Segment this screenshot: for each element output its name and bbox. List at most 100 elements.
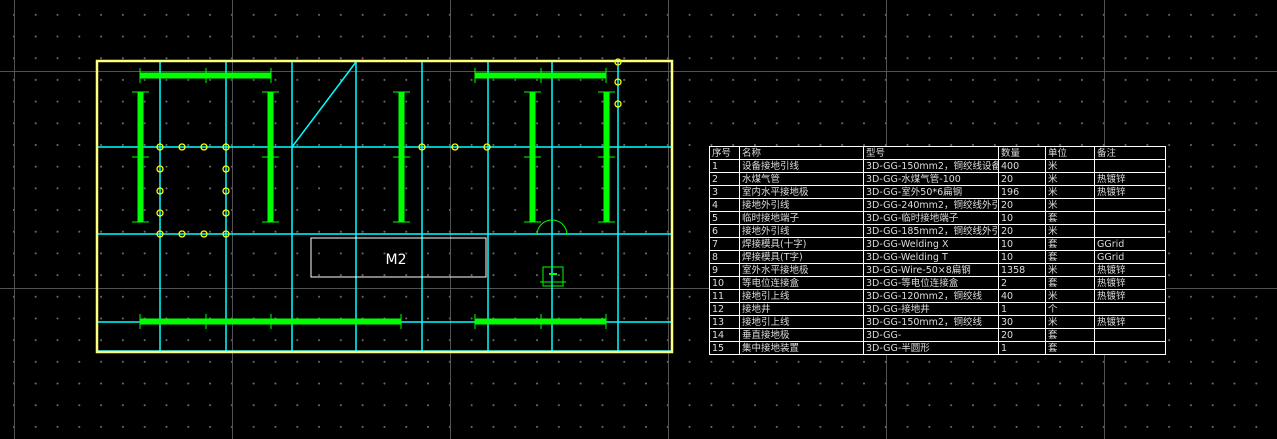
table-cell: 20 (998, 224, 1046, 238)
table-cell: 米 (1045, 289, 1095, 303)
table-cell: 2 (709, 172, 740, 186)
table-cell: 30 (998, 315, 1046, 329)
table-cell: 1 (709, 159, 740, 173)
material-table[interactable]: 序号名称型号数量单位备注1设备接地引线3D-GG-150mm2，铜绞线设备引线4… (709, 146, 1166, 355)
table-cell: 11 (709, 289, 740, 303)
table-cell: 米 (1045, 185, 1095, 199)
table-cell: 热镀锌 (1094, 315, 1166, 329)
table-cell: 3D-GG-185mm2，铜绞线外引线 (863, 224, 999, 238)
table-cell: 13 (709, 315, 740, 329)
table-cell: 400 (998, 159, 1046, 173)
table-cell: 热镀锌 (1094, 263, 1166, 277)
table-cell: 热镀锌 (1094, 289, 1166, 303)
table-cell: 室外水平接地极 (739, 263, 864, 277)
table-cell: 196 (998, 185, 1046, 199)
table-cell: 3D-GG-150mm2，铜绞线 (863, 315, 999, 329)
table-cell: 套 (1045, 276, 1095, 290)
table-header-cell: 备注 (1094, 146, 1166, 160)
table-header-cell: 单位 (1045, 146, 1095, 160)
table-cell: 室内水平接地极 (739, 185, 864, 199)
table-cell: 等电位连接盒 (739, 276, 864, 290)
table-cell: 10 (709, 276, 740, 290)
table-cell: 垂直接地极 (739, 328, 864, 342)
table-cell: 3D-GG-Welding T (863, 250, 999, 264)
table-cell: 3D-GG-等电位连接盒 (863, 276, 999, 290)
table-cell (1094, 341, 1166, 355)
table-cell: 套 (1045, 237, 1095, 251)
table-cell: 40 (998, 289, 1046, 303)
table-cell: 水煤气管 (739, 172, 864, 186)
table-cell: 1358 (998, 263, 1046, 277)
table-cell: 接地井 (739, 302, 864, 316)
table-cell (1094, 302, 1166, 316)
table-cell: 1 (998, 341, 1046, 355)
table-cell: 米 (1045, 315, 1095, 329)
table-header-row: 序号名称型号数量单位备注 (709, 146, 1166, 160)
table-cell: 热镀锌 (1094, 276, 1166, 290)
table-header-cell: 型号 (863, 146, 999, 160)
table-cell: 3D-GG-接地井 (863, 302, 999, 316)
axis-lines (97, 61, 672, 352)
table-cell: 3D-GG-半圆形 (863, 341, 999, 355)
table-cell: 套 (1045, 328, 1095, 342)
table-cell: 个 (1045, 302, 1095, 316)
ground-conductors (132, 68, 615, 329)
table-cell: 6 (709, 224, 740, 238)
table-cell: 焊接模具(T字) (739, 250, 864, 264)
table-header-cell: 名称 (739, 146, 864, 160)
table-cell: 20 (998, 172, 1046, 186)
building-outline (95, 59, 674, 354)
table-cell: 热镀锌 (1094, 185, 1166, 199)
table-cell: 20 (998, 198, 1046, 212)
table-header-cell: 数量 (998, 146, 1046, 160)
table-cell: 集中接地装置 (739, 341, 864, 355)
table-cell: 2 (998, 276, 1046, 290)
table-cell: 9 (709, 263, 740, 277)
grounding-well-arc (536, 219, 568, 236)
table-cell: 套 (1045, 341, 1095, 355)
table-cell: 10 (998, 237, 1046, 251)
room-box[interactable] (310, 237, 487, 278)
table-cell: 米 (1045, 198, 1095, 212)
table-cell (1094, 159, 1166, 173)
table-cell (1094, 211, 1166, 225)
room-label: M2 (386, 252, 407, 268)
table-cell: GGrid (1094, 250, 1166, 264)
table-cell: 3D-GG-150mm2，铜绞线设备引线 (863, 159, 999, 173)
table-cell (1094, 328, 1166, 342)
table-cell: 3D-GG-Wire-50×8扁钢 (863, 263, 999, 277)
table-cell: 套 (1045, 250, 1095, 264)
table-cell: 12 (709, 302, 740, 316)
table-cell: 接地外引线 (739, 224, 864, 238)
table-cell: 3D-GG-临时接地端子 (863, 211, 999, 225)
table-cell: 米 (1045, 224, 1095, 238)
table-cell: 14 (709, 328, 740, 342)
table-cell: 接地外引线 (739, 198, 864, 212)
table-cell: 焊接模具(十字) (739, 237, 864, 251)
table-cell: 米 (1045, 263, 1095, 277)
table-cell: 热镀锌 (1094, 172, 1166, 186)
table-cell: 3D-GG- (863, 328, 999, 342)
table-cell: 3D-GG-室外50*6扁钢 (863, 185, 999, 199)
table-cell: 7 (709, 237, 740, 251)
table-cell: 3 (709, 185, 740, 199)
table-cell: 20 (998, 328, 1046, 342)
ground-rods (156, 58, 622, 238)
table-cell: 10 (998, 250, 1046, 264)
table-cell: 8 (709, 250, 740, 264)
table-cell: GGrid (1094, 237, 1166, 251)
table-cell: 3D-GG-120mm2，铜绞线 (863, 289, 999, 303)
table-cell: 接地引上线 (739, 289, 864, 303)
